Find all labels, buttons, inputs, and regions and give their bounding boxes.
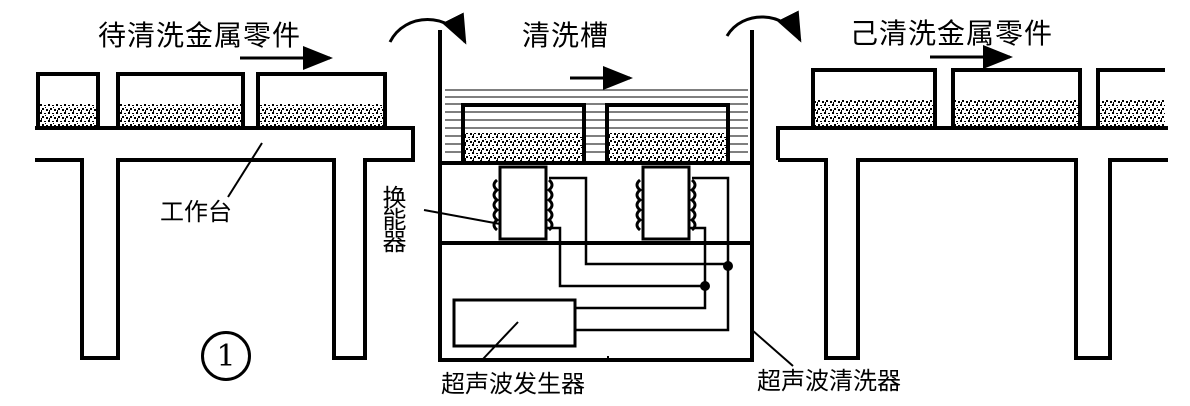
tank-baskets [461,103,730,163]
left-grit [40,104,383,126]
right-workbench [776,68,1168,360]
leader-lines [227,142,794,367]
figure-number-badge: 1 [201,331,251,381]
cleaned-parts-label: 己清洗金属零件 [850,17,1054,50]
tank-grit [465,133,726,161]
transfer-arrow-left [388,12,467,45]
left-workbench [35,72,415,360]
right-grit [815,100,1165,126]
ultrasonic-generator-label: 超声波发生器 [441,370,585,398]
circuit-junctions [700,261,733,291]
ultrasonic-cleaner-label: 超声波清洗器 [757,367,901,395]
transducer-coils [492,178,697,232]
transducer-label: 换能器 [378,185,406,251]
cleaning-tank [438,30,754,362]
transducers [498,165,691,241]
circuit-wires [546,176,730,332]
cleaning-tank-label: 清洗槽 [522,19,610,52]
transfer-arrow-right [725,10,802,43]
workbench-label: 工作台 [160,198,232,226]
uncleaned-parts-label: 待清洗金属零件 [98,19,302,52]
ultrasonic-generator-box [452,298,577,348]
